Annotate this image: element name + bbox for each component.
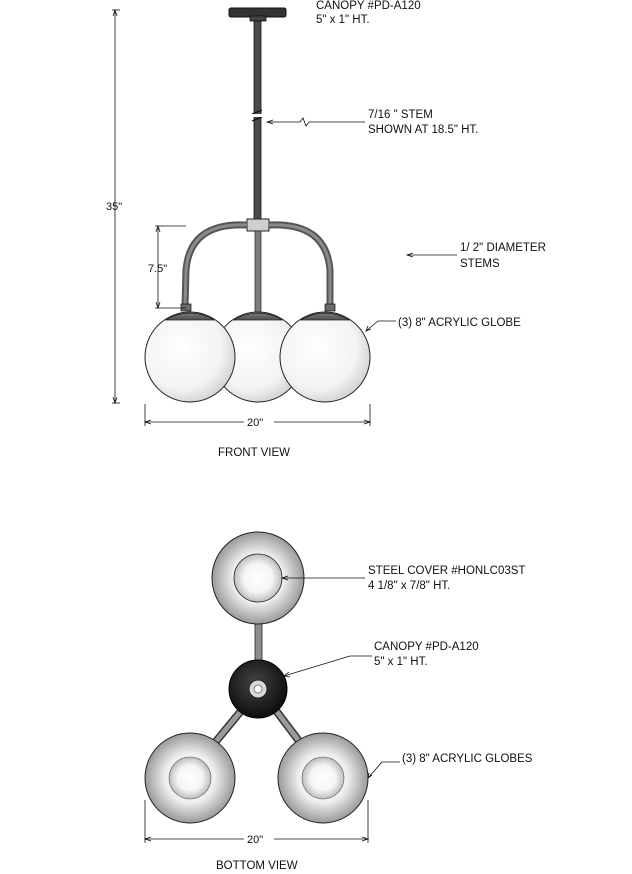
bottom-view-title: BOTTOM VIEW	[216, 860, 298, 872]
front-view: 35" 7.5" 20"	[106, 0, 546, 459]
arm-right	[268, 221, 334, 308]
height-dim-text: 35"	[106, 201, 122, 213]
globe-label: (3) 8" ACRYLIC GLOBE	[398, 317, 521, 329]
diameter-label-1: 1/ 2" DIAMETER	[460, 242, 546, 254]
stem-label-2: SHOWN AT 18.5" HT.	[368, 124, 478, 136]
canopy-front-label-2: 5" x 1" HT.	[316, 14, 370, 26]
globe-right	[279, 311, 371, 403]
bottom-view: 20" STEEL COVER #HONLC03ST 4 1/8" x 7/8"…	[143, 531, 533, 872]
globe-left	[144, 311, 236, 403]
steel-cover-left	[168, 756, 212, 800]
width-dim-front-text: 20"	[247, 417, 263, 429]
steel-cover-right	[301, 756, 345, 800]
diameter-label-2: STEMS	[460, 258, 500, 270]
steel-cover-top	[233, 553, 283, 603]
arm-left	[181, 221, 248, 309]
width-dim-bottom-text: 20"	[247, 834, 263, 846]
canopy-front-label-1: CANOPY #PD-A120	[316, 0, 421, 12]
canopy-bottom-label-2: 5" x 1" HT.	[374, 656, 428, 668]
arm-dim-text: 7.5"	[148, 263, 167, 275]
front-view-title: FRONT VIEW	[218, 447, 290, 459]
canopy-bottom-label-1: CANOPY #PD-A120	[374, 641, 479, 653]
hub-front	[246, 218, 270, 232]
cover-label-2: 4 1/8" x 7/8" HT.	[368, 580, 450, 592]
arm-dimension	[155, 224, 186, 310]
globes-label: (3) 8" ACRYLIC GLOBES	[402, 753, 533, 765]
height-dimension	[112, 8, 120, 405]
stem-label-1: 7/16 " STEM	[368, 109, 433, 121]
cover-label-1: STEEL COVER #HONLC03ST	[368, 565, 525, 577]
arm-top-bottom	[254, 617, 263, 663]
